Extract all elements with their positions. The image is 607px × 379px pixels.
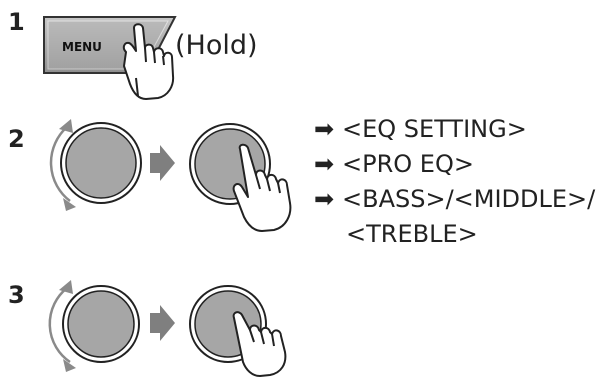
step-2-number: 2 [8,125,25,153]
menu-path-item: ➡<EQ SETTING> [314,112,595,147]
right-arrow-icon: ➡ [314,150,335,178]
rotate-arrow-bottom [63,198,76,211]
menu-button-label: MENU [62,40,102,54]
rotate-arrows-icon [48,287,71,364]
rotate-arrow-top [59,119,73,133]
menu-path-item: <TREBLE> [346,220,478,248]
hold-note: (Hold) [175,30,258,61]
control-knob-icon[interactable] [45,276,140,376]
rotate-arrow-bottom [63,359,76,372]
step-1-number: 1 [8,8,25,36]
right-arrow-icon: ➡ [314,185,335,213]
right-arrow-icon [150,145,175,181]
control-knob-icon[interactable] [45,113,142,213]
pointing-hand-icon [232,143,292,232]
menu-path-item: ➡<PRO EQ> [314,147,595,182]
right-arrow-icon: ➡ [314,115,335,143]
rotate-arrow-top [59,280,73,294]
menu-path-list: ➡<EQ SETTING> ➡<PRO EQ> ➡<BASS>/<MIDDLE>… [314,112,595,252]
menu-path-item: ➡<BASS>/<MIDDLE>/ [314,182,595,217]
right-arrow-icon [150,305,175,341]
step-3-number: 3 [8,281,25,309]
pointing-hand-icon [232,311,287,377]
rotate-arrows-icon [49,126,71,202]
pointing-hand-icon [122,23,175,100]
